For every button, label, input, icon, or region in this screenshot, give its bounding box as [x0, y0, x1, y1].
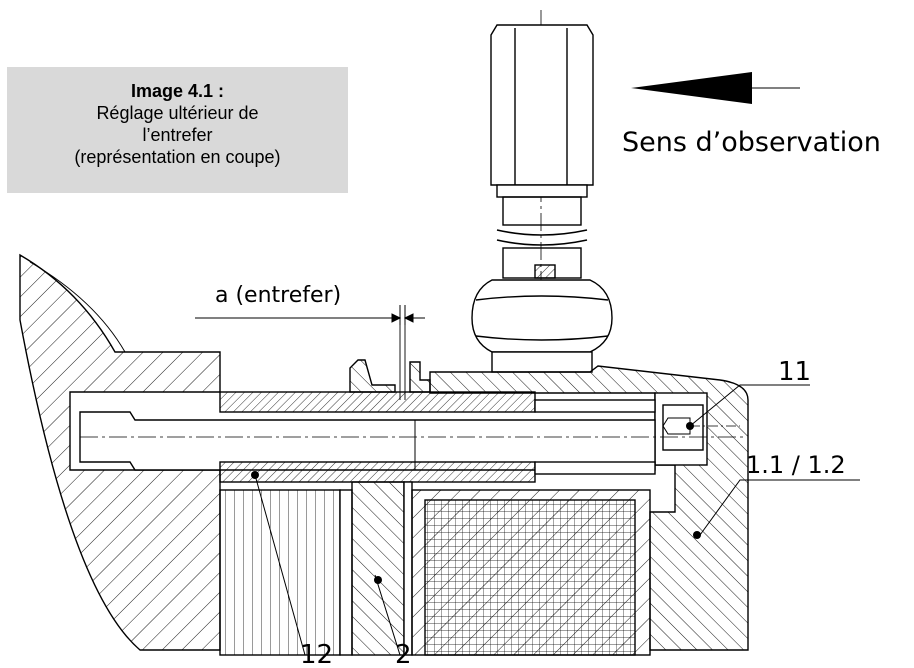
leader-lines	[254, 384, 860, 656]
bolt-shaft	[79, 411, 745, 471]
part-label-1112: 1.1 / 1.2	[746, 451, 846, 479]
caption-box: Image 4.1 : Réglage ultérieur de l’entre…	[7, 67, 348, 193]
part-label-2: 2	[395, 640, 412, 668]
adjust-screw	[471, 24, 613, 373]
sleeve-part	[219, 391, 656, 483]
caption-line-1: Réglage ultérieur de	[96, 103, 259, 123]
observation-label: Sens d’observation	[622, 127, 881, 158]
part-label-11: 11	[778, 357, 811, 387]
airgap-label: a (entrefer)	[215, 283, 341, 308]
observation-arrow	[631, 72, 800, 104]
left-body	[19, 253, 221, 651]
lower-section	[219, 481, 651, 656]
armature-disc	[349, 310, 431, 400]
airgap-dimension	[195, 305, 425, 325]
leader-dot-11	[686, 422, 694, 430]
leader-dot-2	[374, 576, 382, 584]
leader-dot-12	[251, 471, 259, 479]
leader-dot-1112	[693, 531, 701, 539]
caption-title: Image 4.1 :	[130, 81, 225, 101]
caption-line-3: (représentation en coupe)	[74, 147, 281, 167]
caption-line-2: l’entrefer	[142, 125, 213, 145]
part-label-12: 12	[300, 640, 333, 668]
